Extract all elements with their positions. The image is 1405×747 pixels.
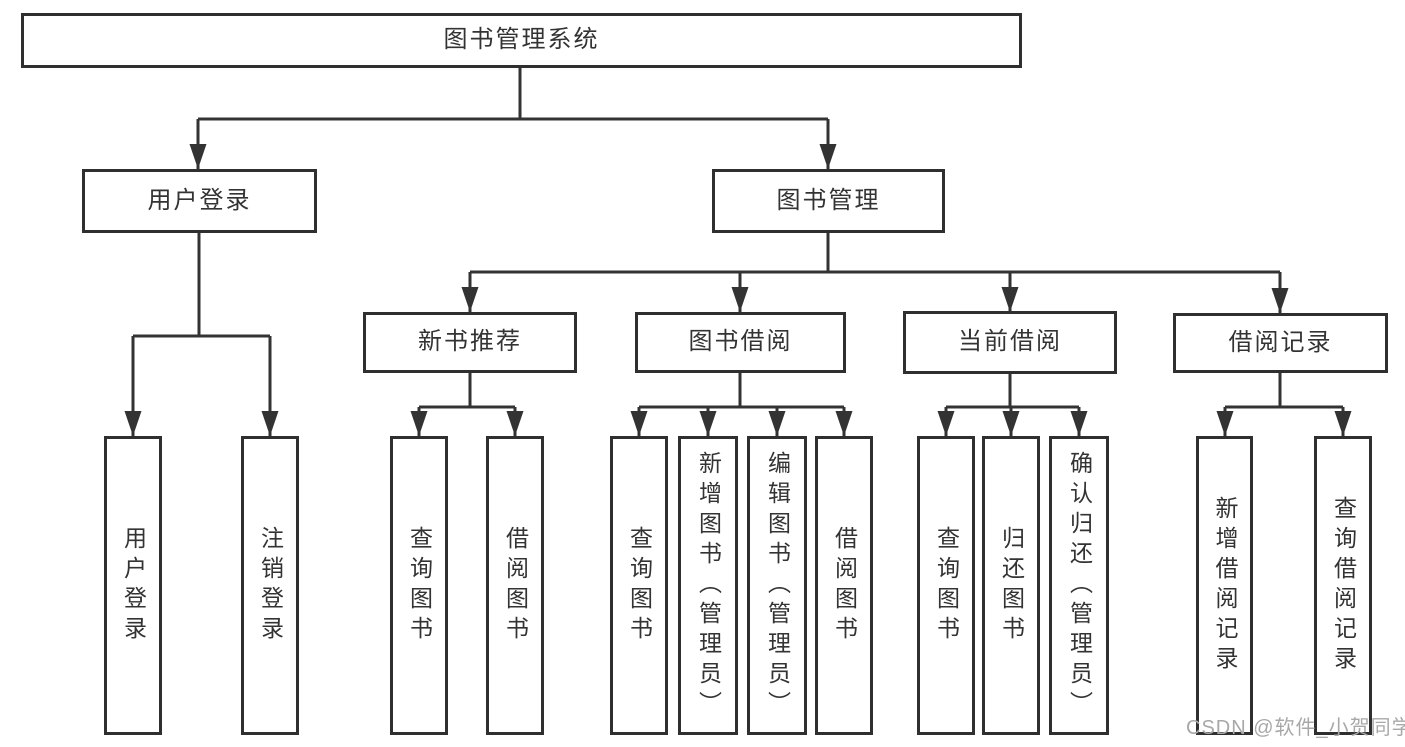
leaf-edit-book-admin: 编辑图书（管理员） <box>747 436 807 735</box>
node-current-borrowing: 当前借阅 <box>903 311 1117 374</box>
node-user-login-label: 用户登录 <box>147 186 252 214</box>
leaf-query-books-borrowing: 查询图书 <box>610 436 668 735</box>
node-library-system-label: 图书管理系统 <box>443 26 600 54</box>
node-borrowing-records-label: 借阅记录 <box>1228 328 1333 356</box>
leaf-query-borrow-record: 查询借阅记录 <box>1314 436 1372 735</box>
leaf-query-borrow-record-label: 查询借阅记录 <box>1330 495 1357 676</box>
leaf-user-login-label: 用户登录 <box>120 525 147 646</box>
leaf-borrow-books-recommend-label: 借阅图书 <box>502 525 529 646</box>
node-book-borrowing: 图书借阅 <box>635 312 846 373</box>
leaf-edit-book-admin-label: 编辑图书（管理员） <box>764 450 791 721</box>
csdn-watermark: CSDN @软件_小贺同学 <box>1186 717 1405 739</box>
leaf-add-borrow-record-label: 新增借阅记录 <box>1212 495 1238 676</box>
node-user-login: 用户登录 <box>82 169 317 233</box>
leaf-borrow-books-recommend: 借阅图书 <box>486 436 544 735</box>
node-library-system: 图书管理系统 <box>21 13 1022 68</box>
leaf-confirm-return-admin-label: 确认归还（管理员） <box>1066 450 1093 721</box>
leaf-user-login: 用户登录 <box>104 436 162 735</box>
leaf-logout-label: 注销登录 <box>257 525 284 646</box>
node-book-management: 图书管理 <box>712 169 945 233</box>
leaf-return-book-label: 归还图书 <box>998 525 1025 646</box>
leaf-borrow-books-borrowing-label: 借阅图书 <box>831 525 858 646</box>
leaf-confirm-return-admin: 确认归还（管理员） <box>1049 436 1109 735</box>
node-new-book-recommend: 新书推荐 <box>363 312 577 373</box>
node-new-book-recommend-label: 新书推荐 <box>418 328 522 356</box>
node-book-management-label: 图书管理 <box>776 186 881 214</box>
leaf-query-books-recommend: 查询图书 <box>390 436 448 735</box>
leaf-query-books-borrowing-label: 查询图书 <box>626 525 653 646</box>
leaf-logout: 注销登录 <box>241 436 299 735</box>
node-borrowing-records: 借阅记录 <box>1173 313 1388 373</box>
node-book-borrowing-label: 图书借阅 <box>688 328 793 356</box>
leaf-add-book-admin: 新增图书（管理员） <box>678 436 738 735</box>
leaf-query-books-recommend-label: 查询图书 <box>406 525 433 646</box>
node-current-borrowing-label: 当前借阅 <box>958 328 1062 356</box>
leaf-add-book-admin-label: 新增图书（管理员） <box>695 450 722 721</box>
leaf-query-books-current: 查询图书 <box>917 436 975 735</box>
leaf-query-books-current-label: 查询图书 <box>933 525 960 646</box>
leaf-borrow-books-borrowing: 借阅图书 <box>815 436 873 735</box>
leaf-add-borrow-record: 新增借阅记录 <box>1196 436 1253 735</box>
leaf-return-book: 归还图书 <box>982 436 1040 735</box>
